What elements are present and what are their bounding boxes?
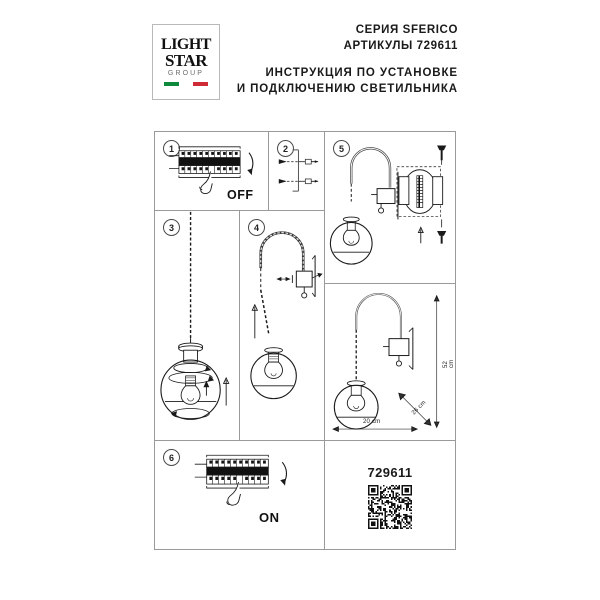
step-1-illustration <box>169 146 254 195</box>
dimension-width-label: 20 cm <box>363 419 381 425</box>
step-number-4: 4 <box>248 219 265 236</box>
step-3-illustration <box>160 211 230 420</box>
dimension-height-label: 52 cm <box>443 359 455 368</box>
step-6-illustration <box>194 454 287 506</box>
step-1-caption: OFF <box>227 188 254 202</box>
step-number-2: 2 <box>277 140 294 157</box>
panel-step-6: 6 <box>155 441 325 549</box>
step-2-illustration <box>278 149 319 192</box>
logo-line-star: STAR <box>164 51 208 71</box>
sheet-header: LIGHT STAR GROUP СЕРИЯ SFERICO АРТИКУЛЫ … <box>152 22 458 108</box>
instruction-title-line1: ИНСТРУКЦИЯ ПО УСТАНОВКЕ <box>265 67 458 79</box>
logo-line-group: GROUP <box>167 69 205 77</box>
panel-step-2: 2 <box>269 132 325 211</box>
brand-logo: LIGHT STAR GROUP <box>152 24 220 100</box>
panel-step-5: 5 <box>325 132 455 284</box>
logo-line-light: LIGHT <box>161 36 211 54</box>
step-number-6: 6 <box>163 449 180 466</box>
header-text-block: СЕРИЯ SFERICO АРТИКУЛЫ 729611 ИНСТРУКЦИЯ… <box>237 22 458 97</box>
flag-stripe-green <box>164 81 179 86</box>
step-number-5: 5 <box>333 140 350 157</box>
panel-qr-code: 729611 <box>325 441 455 549</box>
step-4-illustration <box>250 231 323 400</box>
step-6-caption: ON <box>259 510 280 525</box>
qr-article-number: 729611 <box>367 465 413 480</box>
panel-step-3: 3 <box>155 211 240 441</box>
step-number-1: 1 <box>163 140 180 157</box>
instruction-title-line2: И ПОДКЛЮЧЕНИЮ СВЕТИЛЬНИКА <box>236 83 458 95</box>
qr-code <box>368 485 412 529</box>
panel-step-1: 1 <box>155 132 269 211</box>
steps-grid: 1 <box>154 131 456 550</box>
step-number-3: 3 <box>163 219 180 236</box>
panel-step-4: 4 <box>240 211 325 441</box>
italian-flag-icon <box>164 81 209 86</box>
panel-dimensions: 52 cm 20 cm 26 cm <box>325 284 455 441</box>
dimension-illustration <box>332 292 440 433</box>
flag-stripe-white <box>178 81 194 86</box>
article-label: АРТИКУЛЫ 729611 <box>343 40 458 52</box>
series-label: СЕРИЯ SFERICO <box>355 24 458 36</box>
flag-stripe-red <box>193 81 209 86</box>
step-5-illustration <box>329 145 447 265</box>
